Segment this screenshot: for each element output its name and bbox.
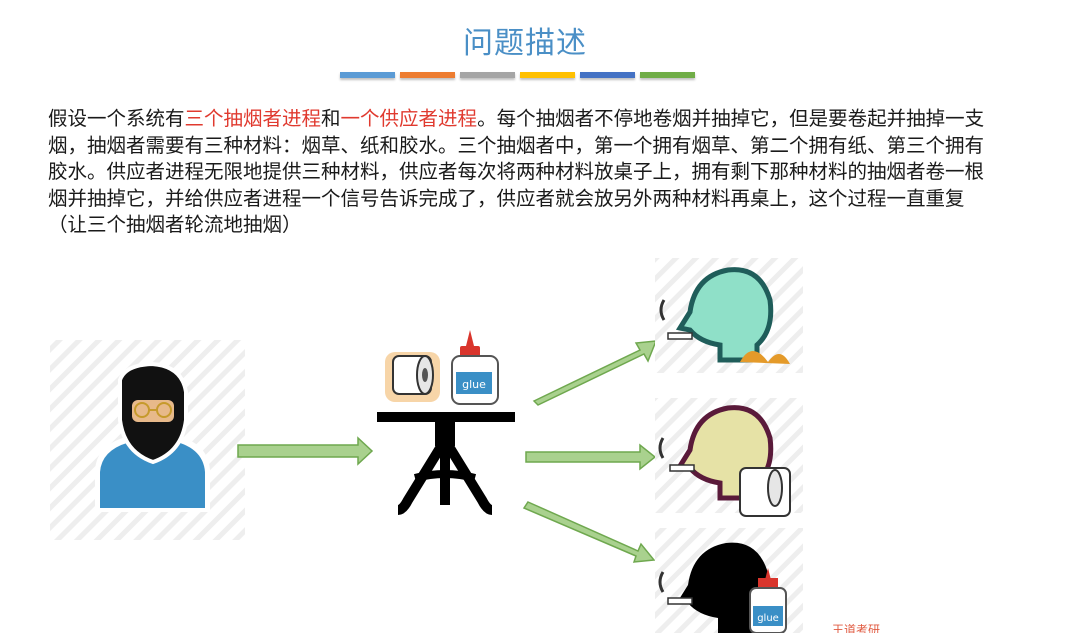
arrow-to-smoker-3 [522,501,656,563]
highlight-supplier-process: 一个供应者进程 [340,107,478,130]
arrow-to-smoker-2 [525,443,657,471]
underline-bar-1 [340,72,395,78]
glue-bottle-icon: glue [451,330,499,405]
paper-roll-icon [385,352,440,402]
desc-text-3: 。每个抽烟者不停地卷烟并抽掉它，但是要卷起并抽掉一支烟，抽烟者需要有三种材料：烟… [48,107,985,236]
underline-bar-4 [520,72,575,78]
desc-text-2: 和 [321,107,341,130]
highlight-smoker-processes: 三个抽烟者进程 [184,107,322,130]
glue-label: glue [462,378,486,391]
supplier-icon [50,340,245,540]
smoker-tobacco-icon [655,258,803,373]
corner-watermark-text: 王道考研 [832,624,881,633]
underline-bar-2 [400,72,455,78]
page-title: 问题描述 [463,26,587,61]
problem-description: 假设一个系统有三个抽烟者进程和一个供应者进程。每个抽烟者不停地卷烟并抽掉它，但是… [48,106,998,239]
arrow-supplier-to-table [237,436,374,466]
glue-label-2: glue [757,613,779,624]
table-icon [377,412,515,515]
smoker-paper-icon [655,398,803,517]
arrow-to-smoker-1 [532,340,658,406]
underline-bar-3 [460,72,515,78]
smoker-glue-icon: glue [655,528,803,633]
desc-text-1: 假设一个系统有 [48,107,185,130]
underline-bar-6 [640,72,695,78]
underline-bar-5 [580,72,635,78]
